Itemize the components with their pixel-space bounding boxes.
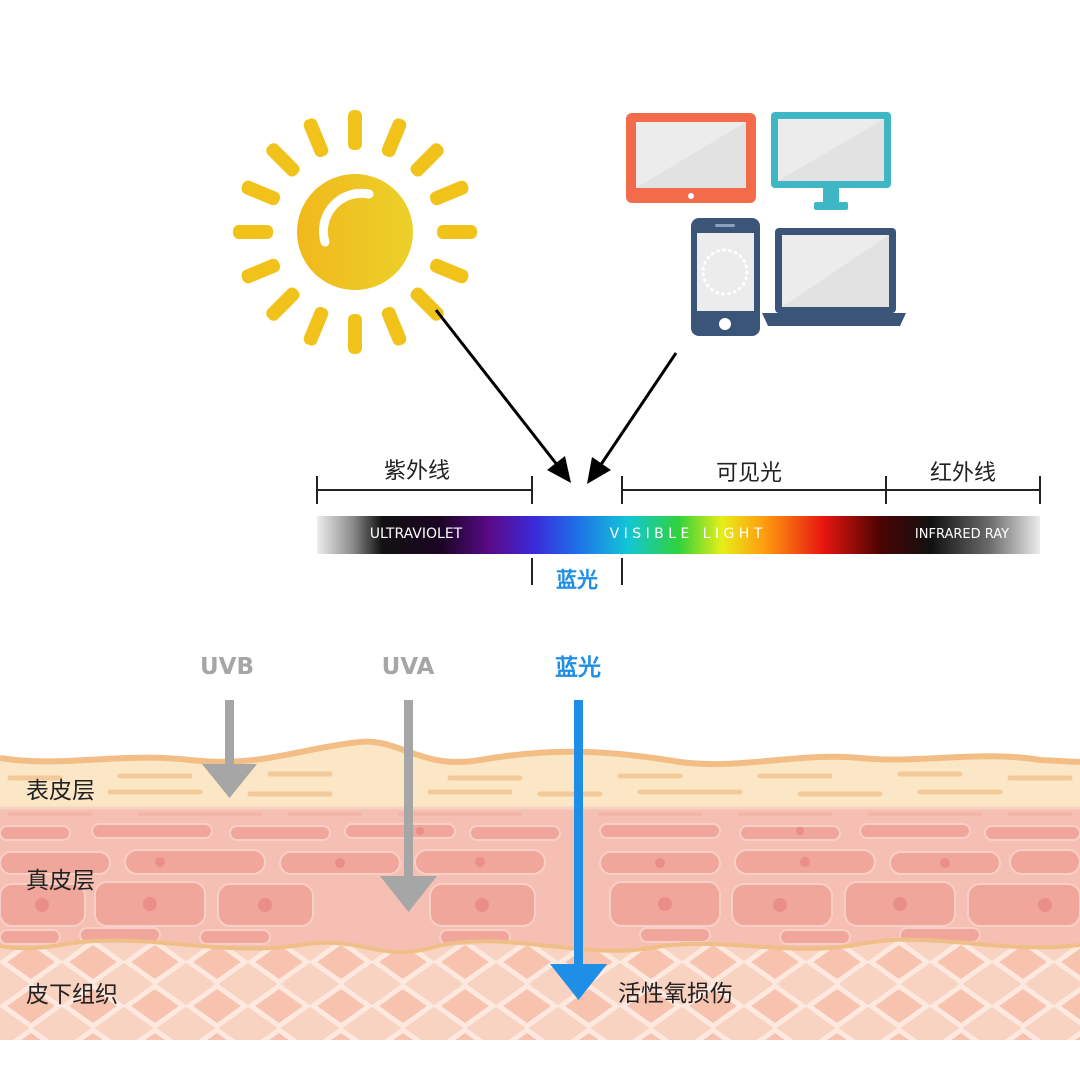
blue-light-spectrum-label: 蓝光 <box>556 568 598 592</box>
spectrum-bar <box>317 516 1040 554</box>
uva-label: UVA <box>382 654 435 680</box>
phone-icon <box>691 218 760 336</box>
dermis-nuclei <box>35 827 1052 912</box>
subcutaneous-label: 皮下组织 <box>26 982 118 1008</box>
infrared-text: INFRARED RAY <box>915 527 1009 542</box>
tablet-icon <box>626 113 756 203</box>
monitor-icon <box>771 112 891 210</box>
skin-cross-section <box>0 738 1080 1040</box>
ultraviolet-text: ULTRAVIOLET <box>370 526 463 542</box>
visible-light-text: V I S I B L E L I G H T <box>610 526 763 542</box>
ros-damage-label: 活性氧损伤 <box>618 981 733 1007</box>
dermis-boundary <box>0 937 1080 955</box>
uvb-label: UVB <box>200 654 254 680</box>
uv-label: 紫外线 <box>384 459 450 484</box>
subcutaneous-layer <box>0 935 1080 1040</box>
blue-light-arrow <box>550 700 607 1000</box>
laptop-icon <box>762 228 906 326</box>
epidermis-surface <box>0 738 1080 768</box>
sun-icon <box>233 110 477 354</box>
visible-label: 可见光 <box>716 461 782 486</box>
spectrum-brackets <box>316 476 1041 585</box>
dermis-label: 真皮层 <box>26 868 95 894</box>
devices-to-bluelight-arrow <box>587 352 678 484</box>
uvb-arrow <box>202 700 257 798</box>
uva-arrow <box>380 700 437 912</box>
blue-light-label: 蓝光 <box>555 654 601 681</box>
sun-to-bluelight-arrow <box>434 309 571 483</box>
epidermis-label: 表皮层 <box>26 778 95 804</box>
ir-label: 红外线 <box>930 461 996 486</box>
epidermis-cells <box>7 771 1073 797</box>
